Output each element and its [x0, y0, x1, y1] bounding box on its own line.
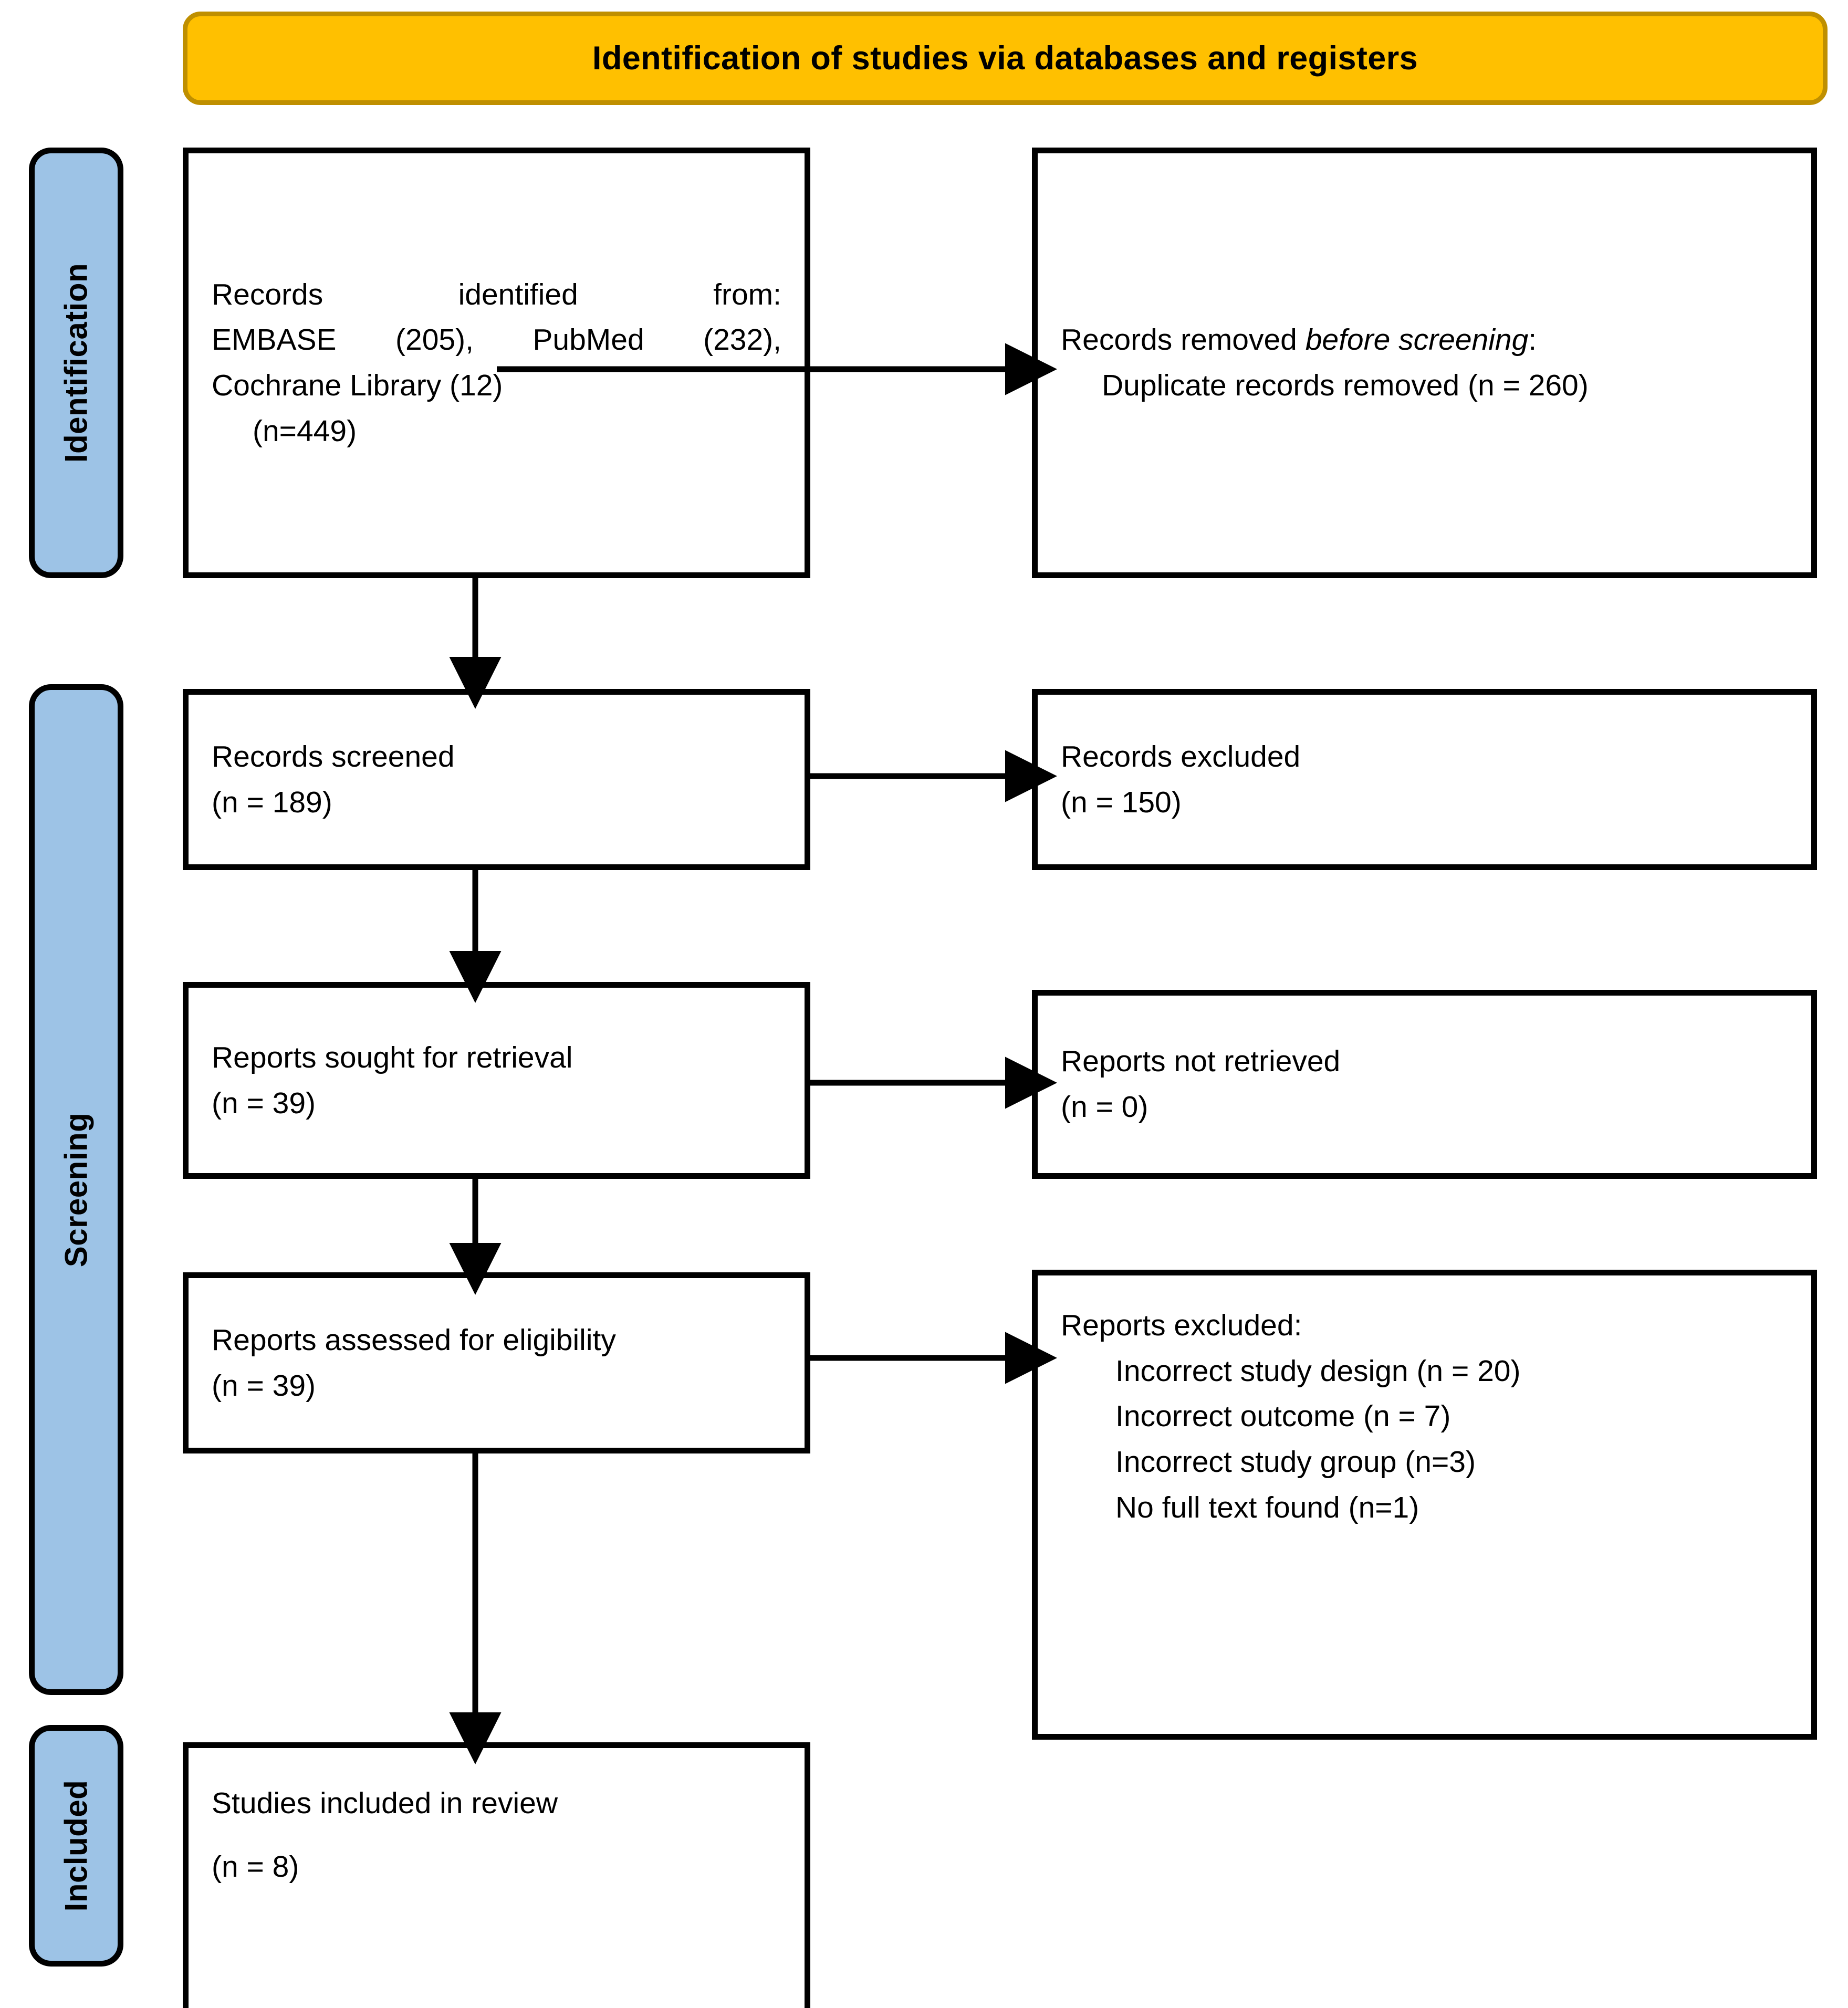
reports-sought-count: (n = 39)	[212, 1086, 316, 1120]
records-excluded-label: Records excluded	[1061, 739, 1301, 773]
records-identified-line-1: Records identified from:	[212, 277, 781, 311]
reports-excluded-reason: Incorrect study group (n=3)	[1115, 1445, 1476, 1479]
reports-excluded-reason: Incorrect study design (n = 20)	[1115, 1354, 1521, 1388]
reports-assessed-label: Reports assessed for eligibility	[212, 1323, 616, 1357]
stage-rail-identification: Identification	[29, 148, 123, 578]
records-removed-heading-italic: before screening	[1305, 323, 1529, 357]
records-removed-heading-post: :	[1528, 323, 1537, 357]
box-records-excluded: Records excluded (n = 150)	[1032, 689, 1817, 870]
records-identified-line-2: EMBASE (205), PubMed (232),	[212, 323, 781, 357]
stage-rail-identification-label: Identification	[58, 263, 94, 463]
reports-assessed-count: (n = 39)	[212, 1368, 316, 1403]
box-records-screened: Records screened (n = 189)	[183, 689, 810, 870]
box-records-removed: Records removed before screening: Duplic…	[1032, 148, 1817, 578]
reports-excluded-reason: Incorrect outcome (n = 7)	[1115, 1399, 1451, 1434]
stage-rail-included-label: Included	[58, 1780, 94, 1912]
records-removed-heading-pre: Records removed	[1061, 323, 1306, 357]
box-studies-included: Studies included in review (n = 8)	[183, 1742, 810, 2008]
box-records-identified: Records identified from: EMBASE (205), P…	[183, 148, 810, 578]
reports-excluded-heading: Reports excluded:	[1061, 1309, 1302, 1342]
studies-included-label: Studies included in review	[212, 1786, 558, 1820]
reports-excluded-reason: No full text found (n=1)	[1115, 1490, 1419, 1524]
stage-rail-included: Included	[29, 1725, 123, 1967]
records-removed-heading: Records removed before screening:	[1061, 317, 1788, 363]
records-screened-count: (n = 189)	[212, 785, 332, 819]
records-excluded-count: (n = 150)	[1061, 785, 1182, 819]
reports-not-retrieved-label: Reports not retrieved	[1061, 1044, 1341, 1079]
box-reports-excluded: Reports excluded: Incorrect study design…	[1032, 1270, 1817, 1740]
records-identified-total: (n=449)	[253, 414, 357, 448]
reports-not-retrieved-count: (n = 0)	[1061, 1090, 1149, 1124]
records-identified-line-3: Cochrane Library (12)	[212, 369, 503, 402]
box-reports-assessed-eligibility: Reports assessed for eligibility (n = 39…	[183, 1272, 810, 1453]
banner-title: Identification of studies via databases …	[592, 40, 1418, 77]
stage-rail-screening: Screening	[29, 684, 123, 1695]
identification-banner: Identification of studies via databases …	[183, 12, 1828, 105]
box-reports-sought: Reports sought for retrieval (n = 39)	[183, 982, 810, 1179]
box-reports-not-retrieved: Reports not retrieved (n = 0)	[1032, 990, 1817, 1179]
studies-included-count: (n = 8)	[212, 1849, 299, 1884]
stage-rail-screening-label: Screening	[58, 1112, 94, 1267]
records-screened-label: Records screened	[212, 739, 455, 773]
duplicate-records-removed: Duplicate records removed (n = 260)	[1102, 369, 1589, 402]
reports-sought-label: Reports sought for retrieval	[212, 1040, 573, 1074]
